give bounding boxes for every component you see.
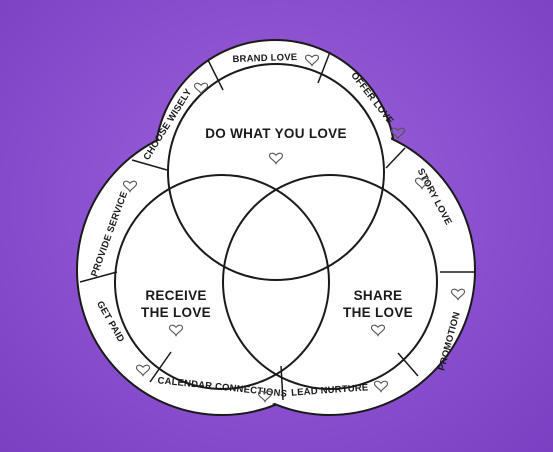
- circle-left: [114, 174, 330, 390]
- venn-circles: [114, 63, 438, 390]
- segment-brand-love: BRAND LOVE: [232, 52, 297, 65]
- left-circle-label-line1: RECEIVE: [145, 288, 206, 303]
- left-circle-label-line2: THE LOVE: [141, 305, 211, 320]
- right-circle-label-line1: SHARE: [354, 288, 403, 303]
- top-circle-label: DO WHAT YOU LOVE: [205, 126, 347, 141]
- right-circle-label-line2: THE LOVE: [343, 305, 413, 320]
- circle-top: [167, 63, 385, 281]
- circle-right: [222, 174, 438, 390]
- segment-lead-nurture: LEAD NURTURE: [291, 382, 369, 398]
- outer-ring: [76, 39, 476, 416]
- segment-dividers: [79, 51, 475, 401]
